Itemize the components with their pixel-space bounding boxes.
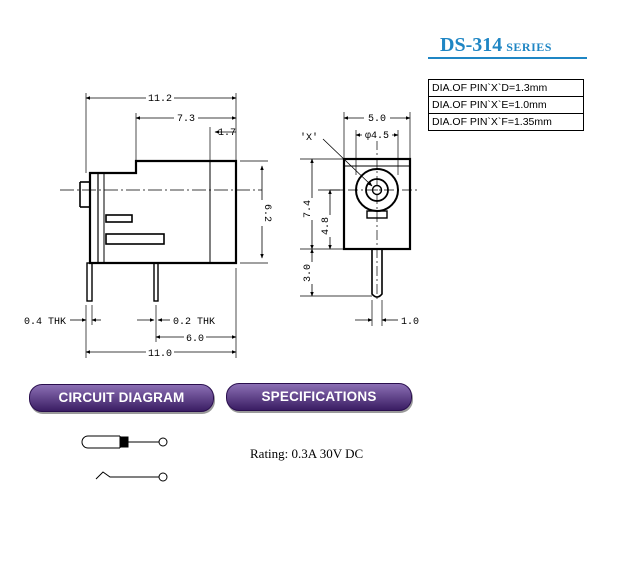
model-number: DS-314 bbox=[440, 34, 503, 56]
circuit-switch-contact bbox=[95, 471, 159, 480]
side-view bbox=[60, 93, 268, 358]
circuit-plug-sleeve bbox=[120, 436, 129, 448]
dim-pin-length: 3.0 bbox=[303, 264, 314, 282]
dim-small: 1.7 bbox=[218, 128, 236, 139]
pin-x-label: 'X' bbox=[300, 132, 318, 144]
specifications-heading: SPECIFICATIONS bbox=[226, 383, 412, 411]
circuit-terminal-1 bbox=[158, 437, 168, 447]
header-rule bbox=[428, 57, 587, 59]
series-label: SERIES bbox=[506, 40, 552, 54]
circuit-diagram bbox=[81, 435, 168, 482]
dim-pin-width: 1.0 bbox=[401, 317, 419, 328]
dim-front-width: 5.0 bbox=[368, 114, 386, 125]
dim-mid: 7.3 bbox=[177, 114, 195, 125]
dim-overall-top: 11.2 bbox=[148, 94, 172, 105]
dim-thk-left: 0.4 THK bbox=[24, 317, 66, 328]
table-row: DIA.OF PIN`X`E=1.0mm bbox=[428, 96, 584, 114]
dim-center-height: 4.8 bbox=[321, 217, 332, 235]
specifications-label: SPECIFICATIONS bbox=[261, 389, 377, 404]
dim-bore: φ4.5 bbox=[365, 131, 389, 142]
pin-e-cell: DIA.OF PIN`X`E=1.0mm bbox=[428, 96, 584, 114]
side-pin-right bbox=[153, 262, 159, 302]
pin-diameter-table: DIA.OF PIN`X`D=1.3mm DIA.OF PIN`X`E=1.0m… bbox=[428, 79, 584, 131]
circuit-plug-body bbox=[81, 435, 120, 449]
dim-front-height: 7.4 bbox=[303, 200, 314, 218]
side-contact-lower bbox=[105, 233, 165, 245]
pin-f-cell: DIA.OF PIN`X`F=1.35mm bbox=[428, 113, 584, 131]
dim-thk-right: 0.2 THK bbox=[173, 317, 215, 328]
circuit-diagram-heading: CIRCUIT DIAGRAM bbox=[29, 384, 214, 412]
side-pin-left bbox=[86, 262, 93, 302]
dim-side-height: 6.2 bbox=[261, 204, 272, 222]
circuit-terminal-2 bbox=[158, 472, 168, 482]
side-contact-upper bbox=[105, 214, 133, 223]
circuit-diagram-label: CIRCUIT DIAGRAM bbox=[58, 390, 185, 405]
front-view bbox=[300, 112, 420, 326]
rating-text: Rating: 0.3A 30V DC bbox=[250, 446, 364, 461]
dim-overall-bottom: 11.0 bbox=[148, 349, 172, 360]
dim-pin-span: 6.0 bbox=[186, 334, 204, 345]
side-view-body bbox=[88, 159, 238, 265]
table-row: DIA.OF PIN`X`F=1.35mm bbox=[428, 113, 584, 131]
